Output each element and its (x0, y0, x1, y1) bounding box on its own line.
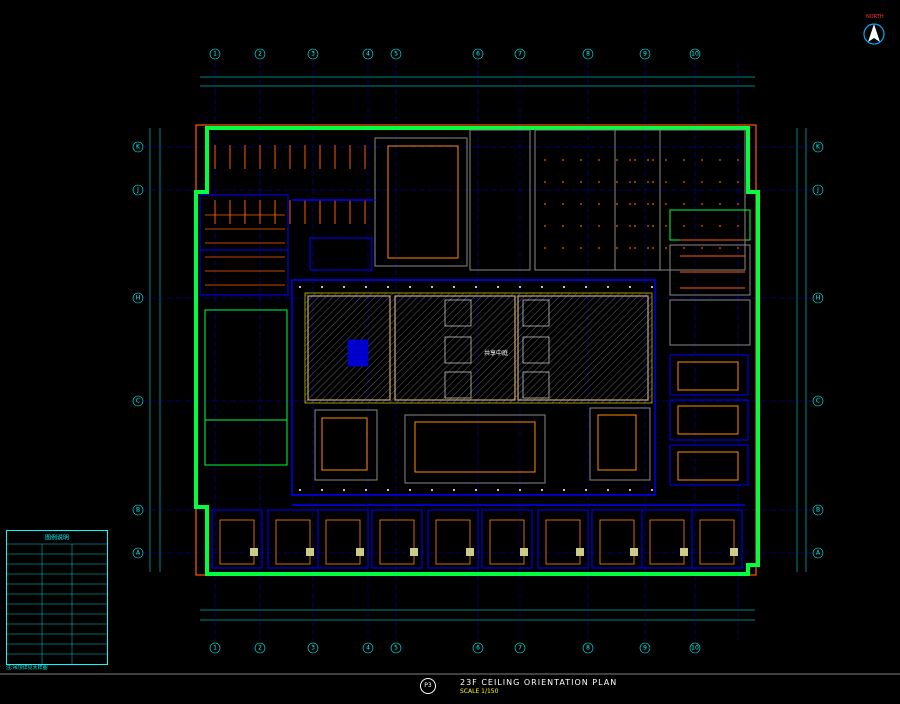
grid-bubble-top: 3 (307, 48, 319, 60)
svg-text:5: 5 (394, 645, 398, 652)
north-label: NORTH (866, 14, 884, 20)
atrium-label: 共享中庭 (484, 349, 508, 357)
grid-bubble-bottom: 1 (209, 642, 221, 654)
svg-text:6: 6 (476, 645, 480, 652)
svg-text:B: B (816, 507, 820, 514)
grid-bubble-top: 5 (390, 48, 402, 60)
title-block: P3 23F CEILING ORIENTATION PLAN SCALE 1/… (420, 676, 680, 698)
grid-bubble-top: 2 (254, 48, 266, 60)
top-dimension-lines (149, 76, 807, 621)
svg-text:1: 1 (213, 51, 217, 58)
building-outline (194, 124, 760, 576)
grid-bubble-top: 4 (362, 48, 374, 60)
svg-text:3: 3 (311, 645, 315, 652)
sheet-number: P3 (420, 678, 436, 694)
grid-bubble-right: A (812, 547, 824, 559)
grid-bubble-top: 7 (514, 48, 526, 60)
grid-bubble-top: 10 (689, 48, 701, 60)
grid-bubble-left: B (132, 504, 144, 516)
svg-text:H: H (816, 295, 821, 302)
corridor-lines (291, 199, 745, 506)
svg-text:6: 6 (476, 51, 480, 58)
grid-bubble-bottom: 9 (639, 642, 651, 654)
svg-text:10: 10 (691, 645, 699, 652)
svg-text:4: 4 (366, 645, 370, 652)
grid-bubble-top: 1 (209, 48, 221, 60)
svg-text:4: 4 (366, 51, 370, 58)
svg-text:2: 2 (258, 51, 262, 58)
svg-text:H: H (136, 295, 141, 302)
grid-bubble-top: 6 (472, 48, 484, 60)
svg-text:10: 10 (691, 51, 699, 58)
svg-text:3: 3 (311, 51, 315, 58)
legend-title: 图例说明 (45, 534, 69, 542)
svg-text:7: 7 (518, 645, 522, 652)
central-atrium: 共享中庭 (304, 292, 653, 404)
grid-bubble-left: A (132, 547, 144, 559)
legend-grid: 图例说明 (7, 534, 107, 664)
grid-bubble-left: C (132, 395, 144, 407)
grid-bubble-left: J (132, 184, 144, 196)
grid-bubble-right: C (812, 395, 824, 407)
svg-text:J: J (816, 187, 819, 194)
drawing-title: 23F CEILING ORIENTATION PLAN (460, 678, 618, 687)
svg-text:B: B (136, 507, 140, 514)
grid-bubble-bottom: 3 (307, 642, 319, 654)
svg-text:7: 7 (518, 51, 522, 58)
svg-text:K: K (816, 144, 821, 151)
grid-bubble-right: H (812, 292, 824, 304)
grid-bubble-top: 9 (639, 48, 651, 60)
svg-text:8: 8 (586, 51, 590, 58)
grid-bubble-bottom: 8 (582, 642, 594, 654)
grid-bubble-bottom: 2 (254, 642, 266, 654)
drawing-scale: SCALE 1/150 (460, 688, 499, 695)
svg-text:K: K (136, 144, 141, 151)
svg-text:9: 9 (643, 51, 647, 58)
svg-text:8: 8 (586, 645, 590, 652)
room-partitions (199, 129, 751, 486)
grid-bubble-left: H (132, 292, 144, 304)
grid-bubble-right: B (812, 504, 824, 516)
svg-text:A: A (816, 550, 821, 557)
bottom-rooms (211, 509, 743, 569)
grid-bubble-bottom: 10 (689, 642, 701, 654)
svg-text:C: C (136, 398, 140, 405)
svg-text:J: J (136, 187, 139, 194)
grid-bubble-bottom: 5 (390, 642, 402, 654)
grid-bubble-left: K (132, 141, 144, 153)
legend-table: 图例说明 (6, 530, 108, 665)
grid-bubble-bottom: 7 (514, 642, 526, 654)
svg-text:5: 5 (394, 51, 398, 58)
svg-text:C: C (816, 398, 820, 405)
grid-bubble-bottom: 4 (362, 642, 374, 654)
svg-text:1: 1 (213, 645, 217, 652)
grid-bubble-top: 8 (582, 48, 594, 60)
north-arrow-icon (863, 23, 885, 45)
grid-bubble-bottom: 6 (472, 642, 484, 654)
grid-bubble-right: K (812, 141, 824, 153)
svg-text:9: 9 (643, 645, 647, 652)
legend-footer: 注:吊顶详见大样图 (6, 665, 48, 671)
light-fixtures (205, 145, 745, 491)
grid-bubble-right: J (812, 184, 824, 196)
svg-text:A: A (136, 550, 141, 557)
svg-text:2: 2 (258, 645, 262, 652)
